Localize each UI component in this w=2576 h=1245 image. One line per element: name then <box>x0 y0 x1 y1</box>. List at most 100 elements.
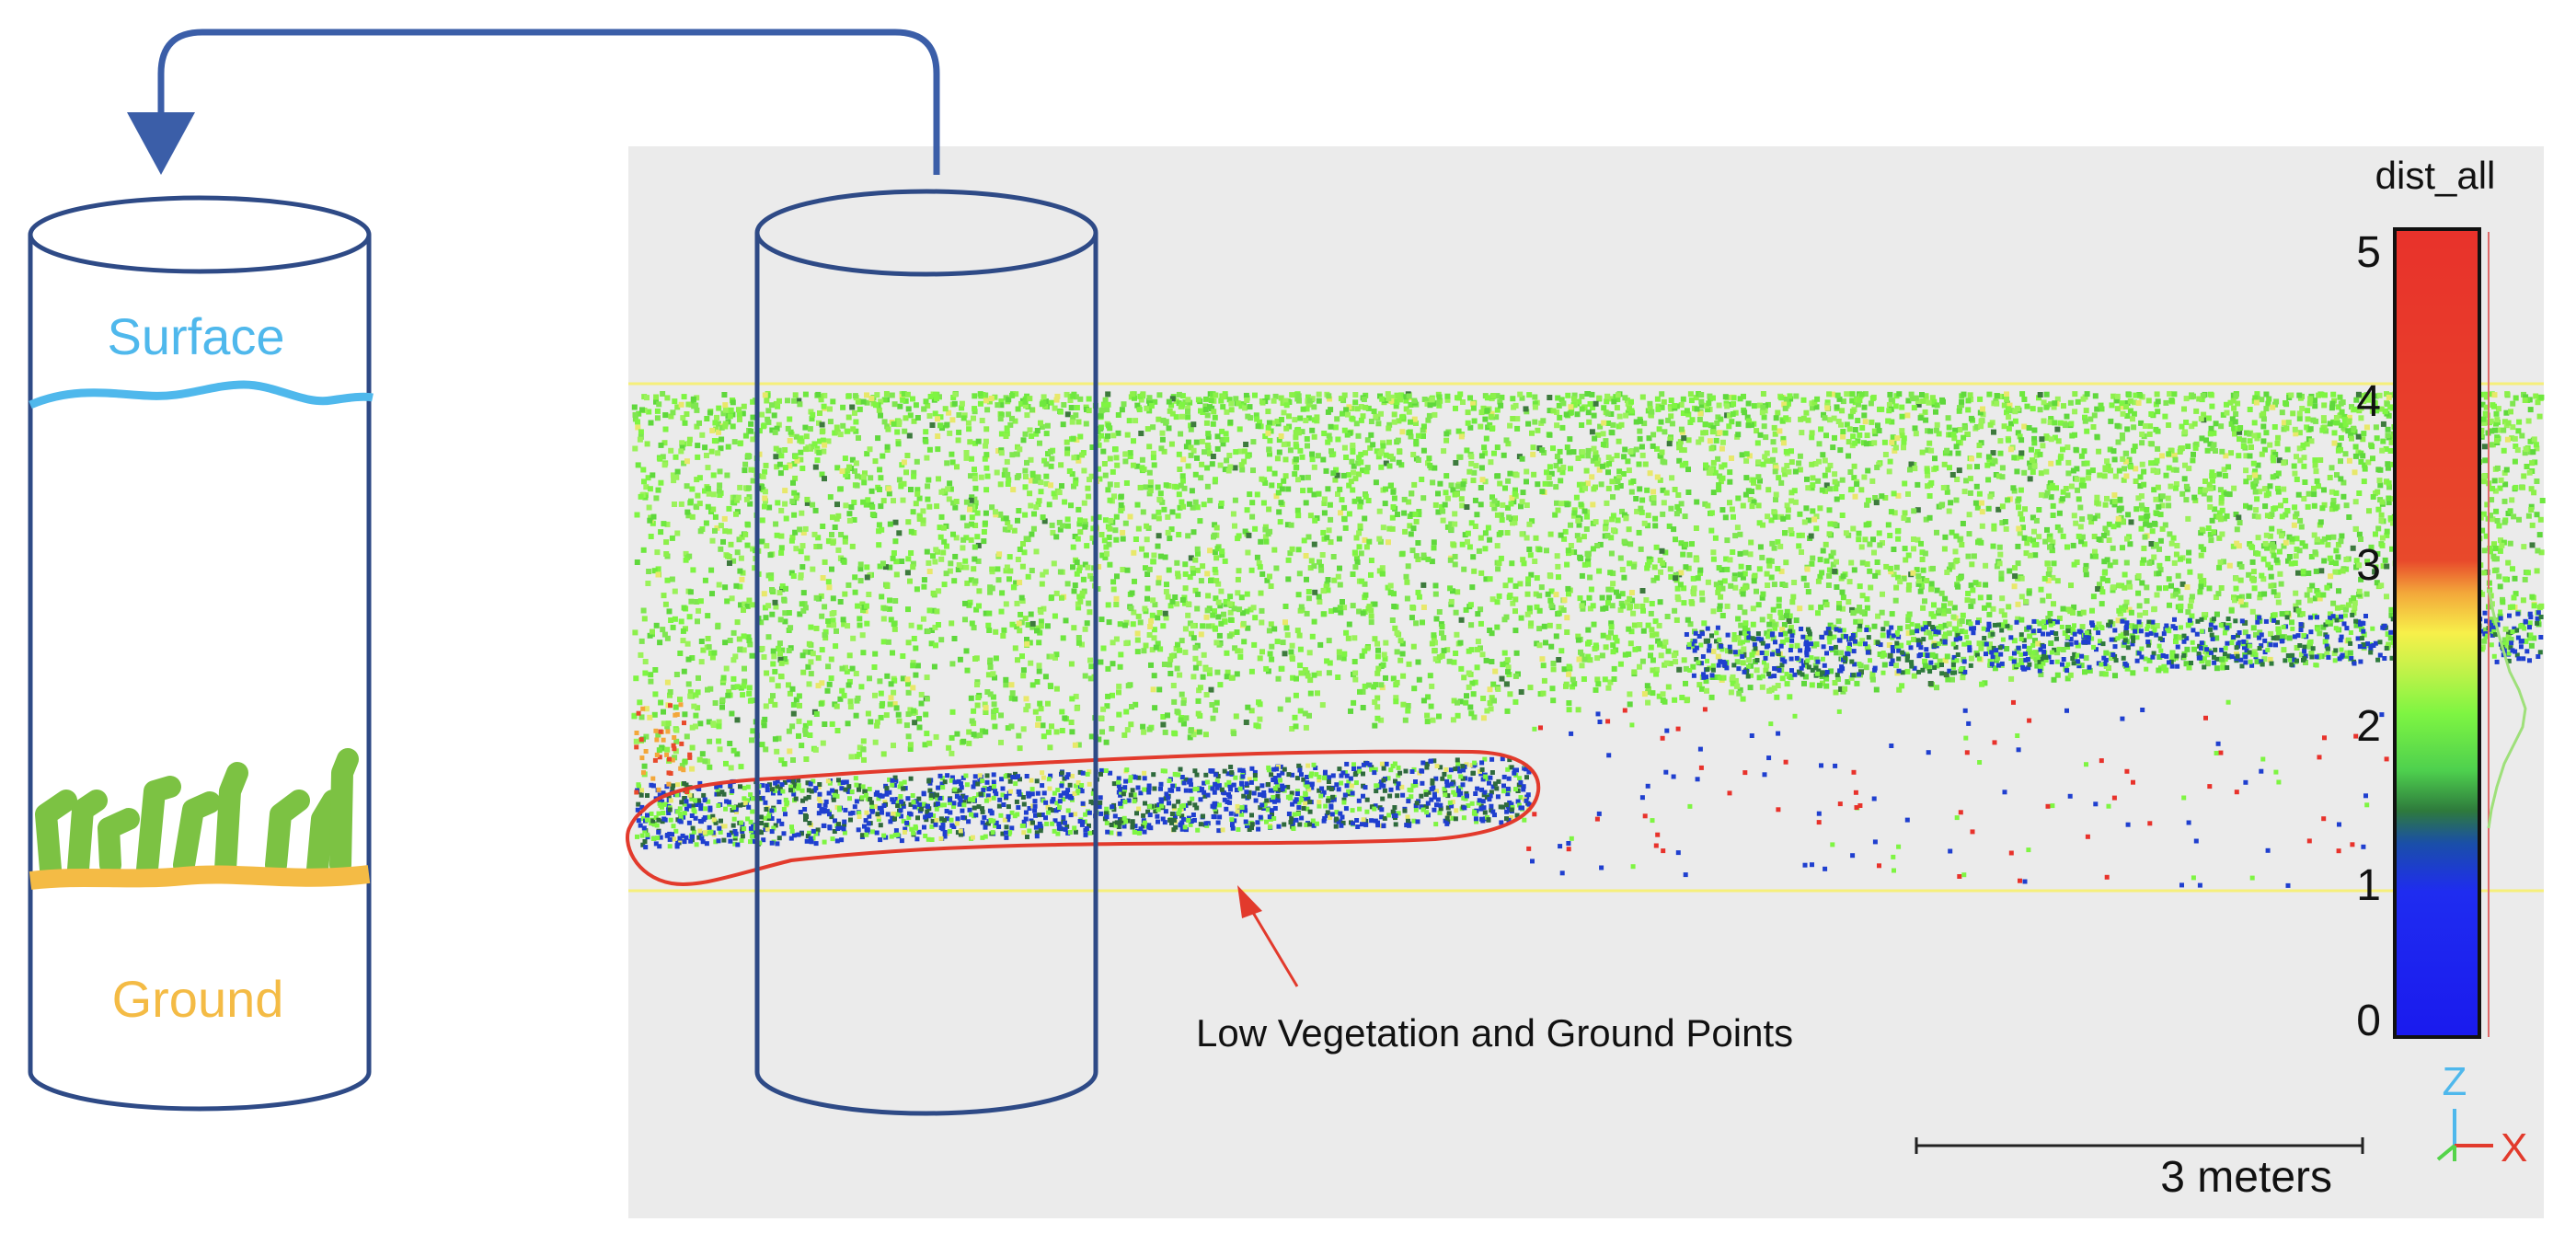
point <box>793 546 799 552</box>
point <box>1505 664 1512 671</box>
point <box>1018 619 1025 626</box>
point <box>1374 695 1381 701</box>
point <box>787 416 793 422</box>
point <box>2307 643 2313 650</box>
point <box>2088 519 2095 525</box>
point <box>1371 409 1377 414</box>
point <box>1655 403 1662 409</box>
point <box>960 545 966 551</box>
point <box>1668 574 1674 580</box>
point <box>2531 603 2537 609</box>
point <box>1077 433 1084 440</box>
point <box>1034 679 1041 685</box>
point <box>2268 630 2274 637</box>
point <box>1546 475 1552 480</box>
point <box>1391 411 1397 418</box>
point <box>2231 425 2237 432</box>
point <box>1967 476 1973 482</box>
point <box>944 421 950 428</box>
point <box>2185 609 2191 616</box>
point <box>1351 659 1358 664</box>
point <box>1415 659 1421 665</box>
point <box>680 415 686 421</box>
point <box>1863 441 1869 447</box>
point <box>1823 602 1830 608</box>
point <box>689 744 696 751</box>
point <box>828 656 834 663</box>
point <box>857 566 864 572</box>
point <box>1087 609 1093 616</box>
point <box>1416 676 1422 683</box>
point <box>761 720 767 726</box>
point <box>1406 409 1412 415</box>
point <box>1234 671 1240 677</box>
point <box>941 538 948 545</box>
point <box>746 685 753 691</box>
point <box>1663 490 1670 496</box>
point <box>1993 472 1999 478</box>
point <box>969 494 975 501</box>
point <box>1556 402 1562 409</box>
point <box>1147 485 1154 490</box>
point <box>1049 723 1054 730</box>
point <box>1428 703 1434 709</box>
point <box>938 513 945 520</box>
point <box>1719 464 1725 470</box>
point <box>1047 744 1053 751</box>
point <box>1160 721 1167 728</box>
point <box>694 599 700 605</box>
point <box>1482 546 1489 552</box>
point <box>862 470 868 477</box>
point <box>1823 683 1830 689</box>
point <box>852 409 857 416</box>
point <box>667 689 673 695</box>
point <box>1718 416 1724 422</box>
point <box>1128 721 1134 728</box>
point <box>2487 545 2493 551</box>
point <box>1779 615 1786 620</box>
point <box>1052 654 1058 661</box>
point <box>737 568 743 574</box>
point <box>2051 601 2056 607</box>
point <box>895 711 902 718</box>
point <box>846 678 853 685</box>
point <box>1846 439 1852 445</box>
point <box>1905 630 1912 637</box>
point <box>2018 657 2025 663</box>
point <box>1849 606 1856 613</box>
point <box>1817 573 1823 580</box>
point <box>1809 485 1815 491</box>
point <box>2521 473 2527 479</box>
point <box>1194 455 1200 461</box>
point <box>1362 515 1368 522</box>
point <box>1189 630 1194 637</box>
point <box>1478 501 1484 508</box>
point <box>687 500 694 506</box>
point <box>923 438 929 444</box>
point <box>1672 697 1678 703</box>
point <box>1659 404 1665 410</box>
point <box>1847 469 1854 475</box>
point <box>1167 536 1173 542</box>
point <box>2004 391 2009 398</box>
point <box>1961 391 1967 398</box>
point <box>1103 517 1109 524</box>
point <box>954 464 960 470</box>
point <box>1413 553 1420 559</box>
point <box>1295 513 1302 519</box>
point <box>2317 630 2323 637</box>
point <box>1965 407 1972 413</box>
point <box>2008 675 2015 682</box>
point <box>2199 658 2205 664</box>
point <box>2103 650 2110 656</box>
point <box>952 391 959 398</box>
point <box>1736 690 1742 697</box>
point <box>1586 594 1593 601</box>
point <box>1685 467 1691 473</box>
point <box>1397 657 1404 663</box>
point <box>1695 575 1701 582</box>
point <box>962 617 968 623</box>
point <box>1038 706 1044 712</box>
point <box>1366 604 1373 610</box>
point <box>1786 618 1792 624</box>
